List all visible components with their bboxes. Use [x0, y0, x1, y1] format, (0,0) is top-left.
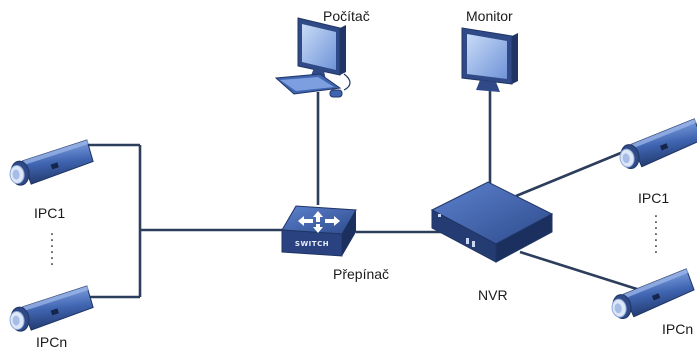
- link-nvr-right-ipc1: [515, 148, 629, 198]
- left-ipc-last-label: IPCn: [36, 334, 68, 350]
- network-switch-icon: SWITCH: [281, 205, 357, 257]
- right-ipc-first-label: IPC1: [638, 190, 670, 206]
- nvr-recorder-icon: [430, 181, 554, 263]
- nvr-label: NVR: [478, 287, 508, 303]
- switch-badge-text: SWITCH: [295, 240, 329, 248]
- left-ellipsis: ······: [49, 227, 55, 273]
- ip-camera-icon-right-ipcn: [607, 267, 697, 321]
- right-ellipsis: ·······: [653, 209, 659, 261]
- left-ipc-first-label: IPC1: [34, 205, 66, 221]
- computer-label: Počítač: [323, 8, 370, 24]
- computer-icon: [274, 17, 351, 98]
- right-ipc-last-label: IPCn: [662, 321, 694, 337]
- ip-camera-icon-right-ipc1: [615, 117, 697, 171]
- switch-label: Přepínač: [333, 266, 390, 282]
- link-nvr-right-ipcn: [519, 250, 641, 292]
- ip-camera-icon-left-ipcn: [6, 285, 96, 333]
- ip-camera-icon-left-ipc1: [6, 139, 96, 187]
- monitor-label: Monitor: [466, 8, 513, 24]
- network-links: [88, 88, 641, 299]
- monitor-icon: [461, 27, 518, 92]
